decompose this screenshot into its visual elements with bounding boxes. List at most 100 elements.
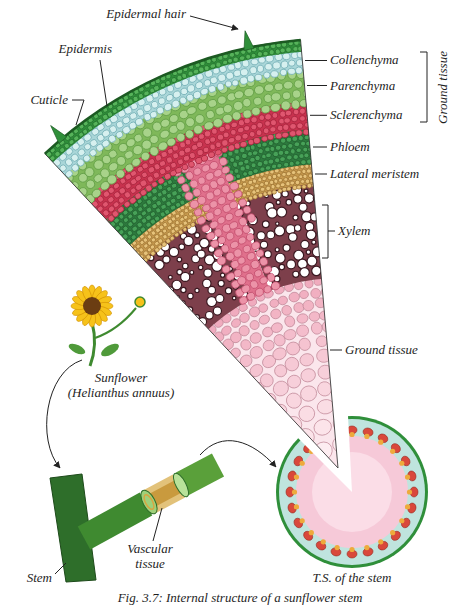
phloem-cell — [170, 182, 177, 189]
part-label: Xylem — [338, 224, 370, 239]
ray-cell — [237, 236, 247, 245]
parenchyma-cell — [186, 105, 198, 116]
xylem-dot — [364, 434, 369, 439]
phloem-cell — [268, 159, 275, 165]
ray-cell — [213, 207, 223, 217]
vascular-bundle — [315, 540, 328, 552]
ray-cell — [196, 215, 207, 226]
collenchyma-cell — [64, 169, 74, 179]
collenchyma-cell — [249, 66, 257, 74]
part-label: Parenchyma — [330, 79, 395, 94]
sclerenchyma-cell — [72, 208, 81, 217]
collenchyma-cell — [263, 71, 271, 78]
phloem-cell — [316, 151, 321, 157]
phloem-cell — [312, 158, 318, 164]
meristem-cell — [317, 183, 321, 188]
collenchyma-cell — [231, 79, 239, 87]
sclerenchyma-cell — [184, 138, 192, 146]
parenchyma-cell — [90, 187, 102, 199]
pith-cell — [331, 349, 345, 362]
pith-cell — [258, 371, 276, 389]
pith-cell — [317, 364, 333, 380]
epidermis-cell — [171, 77, 178, 84]
leader-line — [310, 115, 327, 116]
phloem-cell — [274, 157, 280, 163]
meristem-cell — [296, 185, 301, 190]
epidermis-cell — [28, 167, 35, 174]
sclerenchyma-cell — [230, 129, 237, 136]
phloem-cell — [92, 228, 99, 235]
ray-cell — [208, 160, 219, 171]
meristem-cell — [280, 182, 286, 187]
meristem-cell — [242, 182, 247, 187]
pith-cell — [332, 364, 346, 378]
sclerenchyma-cell — [207, 151, 215, 159]
sclerenchyma-ground — [73, 99, 325, 231]
sclerenchyma-cell — [222, 131, 230, 138]
phloem-cell — [286, 137, 292, 143]
collenchyma-cell — [297, 51, 305, 58]
phloem-cell — [281, 144, 287, 150]
meristem-cell — [315, 178, 320, 183]
parenchyma-cell — [133, 133, 144, 144]
ray-cell — [225, 231, 235, 241]
bracket — [420, 52, 427, 122]
phloem-cell — [252, 168, 259, 174]
meristem-cell — [278, 178, 283, 182]
xylem-vessel — [218, 280, 224, 286]
sclerenchyma-cell — [214, 149, 222, 156]
parenchyma-cell — [130, 157, 142, 168]
epidermis-cell — [215, 61, 222, 68]
meristem-cell — [244, 187, 249, 192]
sclerenchyma-cell — [296, 123, 303, 129]
vascular-bundle — [377, 432, 390, 444]
xylem-vessel — [221, 273, 225, 277]
collenchyma-cell — [225, 80, 233, 88]
leader-line — [315, 174, 327, 175]
xylem-vessel — [306, 230, 316, 240]
xylem-vessel — [324, 268, 328, 272]
meristem-cell — [135, 264, 141, 270]
xylem-dot — [399, 518, 404, 523]
meristem-cell — [318, 173, 322, 177]
phloem-cell — [109, 238, 116, 245]
xylem-vessel — [275, 226, 285, 236]
collenchyma-cell — [208, 85, 217, 94]
epidermis-cell — [305, 39, 310, 45]
cuticle — [44, 39, 301, 155]
branch — [84, 504, 146, 538]
pith-cell — [332, 414, 352, 434]
parenchyma-cell — [63, 214, 75, 226]
xylem-dot — [321, 539, 326, 544]
parenchyma-cell — [270, 103, 281, 113]
phloem-cell — [323, 140, 329, 145]
parenchyma-cell — [194, 113, 206, 125]
phloem-cell — [96, 234, 103, 241]
epidermis-cell — [280, 48, 286, 54]
phloem-cell — [139, 226, 146, 233]
phloem-cell — [316, 134, 321, 139]
pith-cell — [285, 373, 303, 390]
sclerenchyma-cell — [318, 121, 325, 128]
sclerenchyma-cell — [256, 129, 263, 136]
phloem-cell — [296, 148, 302, 153]
meristem-cell — [260, 187, 266, 192]
parenchyma-cell — [175, 120, 187, 132]
sclerenchyma-cell — [87, 214, 95, 222]
sclerenchyma-cell — [82, 229, 91, 238]
phloem-cell — [114, 250, 121, 257]
xylem-dot — [294, 475, 299, 480]
phloem-cell — [153, 215, 160, 222]
meristem-cell — [258, 193, 264, 198]
leader-line — [330, 350, 342, 351]
collenchyma-cell — [41, 180, 51, 190]
parenchyma-cell — [243, 87, 254, 97]
pith-cell — [283, 315, 296, 329]
xylem-vessel — [206, 312, 214, 320]
parenchyma-cell — [107, 149, 118, 160]
phloem-cell — [324, 157, 330, 163]
parenchyma-cell — [233, 90, 244, 100]
parenchyma-cell — [281, 100, 291, 110]
phloem-cell — [258, 148, 264, 154]
meristem-cell — [286, 171, 292, 176]
